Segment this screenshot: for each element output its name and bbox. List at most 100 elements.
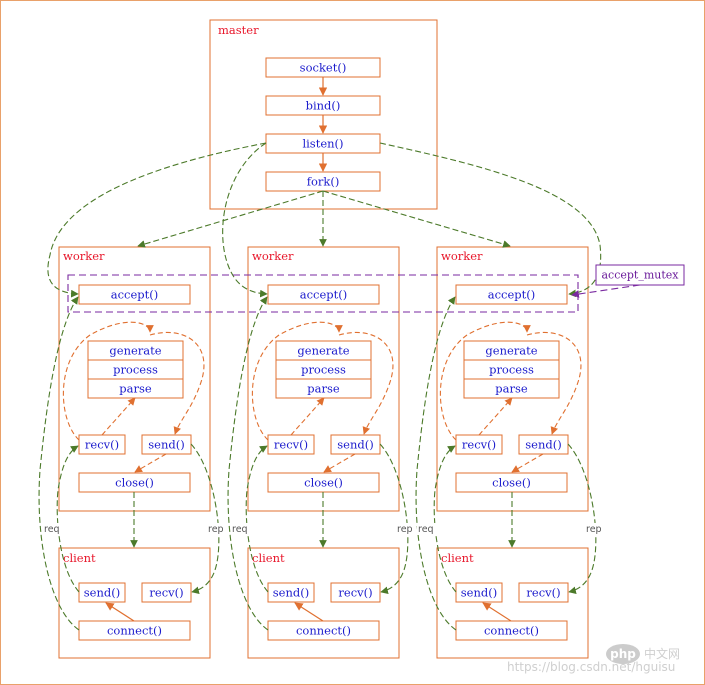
- send-to-recv1-req-arrow: [56, 445, 80, 593]
- parse-step: parse: [495, 382, 528, 396]
- connect-to-accept3-arrow: [415, 296, 457, 631]
- client-recv-box: [518, 582, 569, 603]
- recv-to-parse-arrow: [478, 397, 513, 436]
- close-call: close(): [115, 476, 154, 490]
- rep-label-bg: [585, 523, 605, 535]
- send-to-close-arrow: [511, 453, 544, 473]
- process-step: process: [301, 363, 346, 377]
- worker-label: worker: [252, 249, 294, 263]
- client-label: client: [441, 551, 474, 565]
- client-send-box: [267, 582, 315, 603]
- fork-to-worker3-arrow: [322, 190, 511, 248]
- connect-to-send-arrow: [294, 602, 324, 622]
- watermark-logo: [606, 644, 640, 664]
- req-label-bg: [231, 523, 251, 535]
- client-label: client: [63, 551, 96, 565]
- client-process-3: client send() recv() connect(): [436, 547, 589, 659]
- accept-call: accept(): [300, 288, 348, 302]
- worker-process-1: worker accept() generate process parse r…: [58, 246, 211, 512]
- accept-to-recv-loop: [251, 321, 343, 441]
- parse-step: parse: [307, 382, 340, 396]
- client-send-box: [78, 582, 126, 603]
- generate-step: generate: [297, 344, 349, 358]
- client-recv-call: recv(): [526, 586, 560, 600]
- recv-call: recv(): [274, 438, 308, 452]
- handler-stack: [275, 340, 372, 399]
- rep-label-bg: [396, 523, 416, 535]
- rep-label: rep: [208, 524, 224, 535]
- listen-to-accept1-arrow: [47, 142, 267, 298]
- connect-call: connect(): [296, 624, 351, 638]
- accept-call: accept(): [488, 288, 536, 302]
- generate-to-send-loop: [338, 331, 394, 435]
- client-process-2: client send() recv() connect(): [247, 547, 400, 659]
- mutex-to-accept-arrow: [571, 284, 641, 298]
- rep-label: rep: [397, 524, 413, 535]
- parse-step: parse: [119, 382, 152, 396]
- worker-label: worker: [63, 249, 105, 263]
- send-to-close-arrow: [134, 453, 167, 473]
- worker-label: worker: [441, 249, 483, 263]
- listen-call: listen(): [302, 137, 343, 151]
- rep-label-bg: [207, 523, 227, 535]
- accept-to-recv-loop: [439, 321, 531, 441]
- client-label: client: [252, 551, 285, 565]
- rep-label: rep: [586, 524, 602, 535]
- send-to-close-arrow: [323, 453, 356, 473]
- generate-to-send-loop: [526, 331, 582, 435]
- recv-to-parse-arrow: [101, 397, 136, 436]
- req-label: req: [418, 524, 434, 535]
- bind-call: bind(): [306, 99, 341, 113]
- req-label: req: [44, 524, 60, 535]
- send-to-client3-recv-rep-arrow: [567, 443, 597, 595]
- client-recv-call: recv(): [338, 586, 372, 600]
- connect-to-send-arrow: [105, 602, 135, 622]
- client-recv-call: recv(): [149, 586, 183, 600]
- client-box: [436, 547, 589, 659]
- watermark-cn: 中文网: [644, 646, 680, 661]
- send-to-client2-recv-rep-arrow: [379, 443, 409, 595]
- generate-step: generate: [109, 344, 161, 358]
- fork-to-worker1-arrow: [137, 190, 324, 248]
- generate-to-send-loop: [149, 331, 205, 435]
- client-recv-box: [141, 582, 192, 603]
- fork-call: fork(): [307, 175, 340, 189]
- client-recv-box: [330, 582, 381, 603]
- send-to-client1-recv-rep-arrow: [190, 443, 220, 595]
- close-call: close(): [492, 476, 531, 490]
- worker-process-2: worker accept() generate process parse r…: [247, 246, 400, 512]
- recv-call: recv(): [85, 438, 119, 452]
- send-to-recv3-req-arrow: [433, 445, 457, 593]
- client-box: [247, 547, 400, 659]
- socket-call: socket(): [300, 61, 347, 75]
- recv-to-parse-arrow: [290, 397, 325, 436]
- process-step: process: [113, 363, 158, 377]
- send-to-recv2-req-arrow: [245, 445, 269, 593]
- accept-box: [455, 284, 568, 305]
- req-label-bg: [417, 523, 437, 535]
- send-call: send(): [337, 438, 373, 452]
- connect-to-accept2-arrow: [227, 296, 269, 631]
- client-send-box: [455, 582, 503, 603]
- req-label-bg: [43, 523, 63, 535]
- connect-box: [455, 620, 568, 641]
- client-send-call: send(): [84, 586, 120, 600]
- connect-to-accept1-arrow: [38, 296, 80, 631]
- watermark-url: https://blog.csdn.net/hguisu: [507, 660, 675, 674]
- connect-box: [267, 620, 380, 641]
- client-box: [58, 547, 211, 659]
- send-call: send(): [148, 438, 184, 452]
- master-label: master: [218, 23, 259, 37]
- accept-mutex-label: accept_mutex: [602, 269, 680, 282]
- watermark-logo-text: php: [610, 647, 636, 661]
- accept-to-recv-loop: [62, 321, 154, 441]
- recv-call: recv(): [462, 438, 496, 452]
- accept-box: [78, 284, 191, 305]
- accept-call: accept(): [111, 288, 159, 302]
- generate-step: generate: [485, 344, 537, 358]
- req-label: req: [232, 524, 248, 535]
- listen-to-accept3-arrow: [379, 142, 602, 298]
- connect-call: connect(): [107, 624, 162, 638]
- client-send-call: send(): [273, 586, 309, 600]
